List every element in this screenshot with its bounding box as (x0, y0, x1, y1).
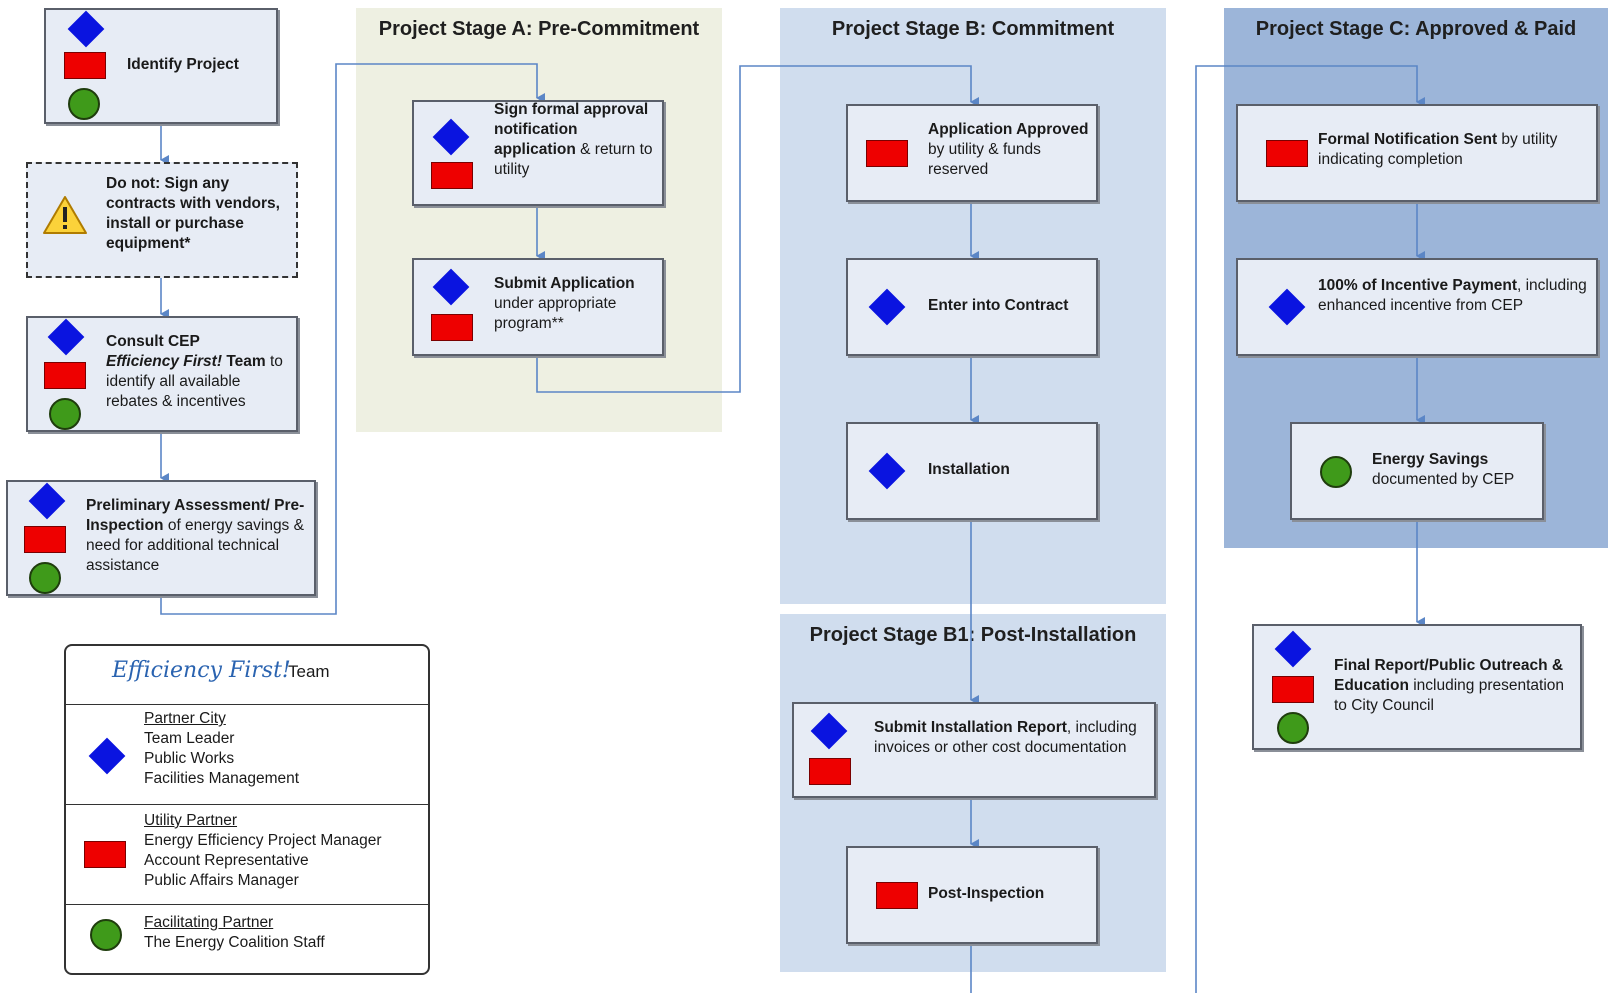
efficiency-first-logo: Efficiency First! (112, 658, 291, 683)
node-energy-savings: Energy Savings documented by CEP (1290, 422, 1544, 520)
city-diamond-icon (810, 712, 848, 750)
legend-utility-line: Account Representative (144, 852, 309, 869)
consult-label-2: Team (222, 353, 266, 370)
savings-label-bold: Energy Savings (1372, 451, 1489, 468)
submit-app-label-rest: under appropriate program** (494, 295, 617, 332)
final-label-bold: Final Report/Public Outreach & Education (1334, 657, 1564, 694)
legend-row-utility: Utility Partner Energy Efficiency Projec… (66, 804, 428, 905)
approved-label-bold: Application Approved (928, 121, 1089, 138)
legend-utility-line: Public Affairs Manager (144, 872, 299, 889)
connector-submit-approved (536, 65, 979, 393)
connector-prelim-sign (160, 63, 545, 615)
utility-rect-icon (431, 162, 473, 189)
connector-to-stageC (1195, 65, 1425, 993)
node-enter-contract: Enter into Contract (846, 258, 1098, 356)
prelim-label-bold: Preliminary Assessment/ Pre-Inspection (86, 497, 305, 534)
utility-rect-icon (1272, 676, 1314, 703)
node-final-report: Final Report/Public Outreach & Education… (1252, 624, 1582, 750)
legend-team-label: Team (288, 662, 330, 681)
sign-label-rest: & return to utility (494, 141, 653, 178)
utility-rect-icon (866, 140, 908, 167)
node-formal-notification: Formal Notification Sent by utility indi… (1236, 104, 1598, 202)
stage-b1-title: Project Stage B1: Post-Installation (809, 624, 1137, 646)
city-diamond-icon (47, 318, 85, 356)
city-diamond-icon (1268, 288, 1306, 326)
notif-label-bold: Formal Notification Sent (1318, 131, 1498, 148)
legend-partner-city-line: Public Works (144, 750, 235, 767)
contract-label: Enter into Contract (928, 297, 1069, 314)
submit-app-label-bold: Submit Application (494, 275, 635, 292)
node-identify-label: Identify Project (127, 56, 239, 73)
legend-facilitating-line: The Energy Coalition Staff (144, 934, 325, 951)
utility-rect-icon (24, 526, 66, 553)
utility-rect-icon (876, 882, 918, 909)
facilitator-circle-icon (1320, 456, 1352, 488)
node-submit-installation-report: Submit Installation Report, including in… (792, 702, 1156, 798)
final-label-rest: including presentation to City Council (1334, 677, 1565, 714)
stage-a-panel: Project Stage A: Pre-Commitment (356, 8, 722, 432)
incentive-label-bold: 100% of Incentive Payment (1318, 277, 1517, 294)
node-submit-application: Submit Application under appropriate prog… (412, 258, 664, 356)
notif-label-rest: by utility indicating completion (1318, 131, 1558, 168)
legend-utility-title: Utility Partner (144, 812, 238, 829)
post-insp-label: Post-Inspection (928, 885, 1045, 902)
city-diamond-icon (1274, 630, 1312, 668)
legend-facilitating-title: Facilitating Partner (144, 914, 274, 931)
facilitator-circle-icon (49, 398, 81, 430)
utility-rect-icon (1266, 140, 1308, 167)
node-preliminary-assessment: Preliminary Assessment/ Pre-Inspection o… (6, 480, 316, 596)
prelim-label-rest: of energy savings & need for additional … (86, 517, 304, 574)
approved-label-rest: by utility & funds reserved (928, 141, 1041, 178)
installation-label: Installation (928, 461, 1010, 478)
warning-icon (43, 196, 87, 234)
legend-panel: Efficiency First! Team Partner City Team… (64, 644, 430, 975)
legend-partner-city-line: Team Leader (144, 730, 235, 747)
city-diamond-icon (67, 10, 105, 48)
legend-utility-line: Energy Efficiency Project Manager (144, 832, 382, 849)
consult-label-rest: to identify all available rebates & ince… (106, 353, 283, 410)
utility-rect-icon (431, 314, 473, 341)
savings-label-rest: documented by CEP (1372, 471, 1515, 488)
node-donot-label: Do not: Sign any contracts with vendors,… (106, 175, 280, 252)
utility-rect-icon (44, 362, 86, 389)
stage-b-title: Project Stage B: Commitment (831, 18, 1115, 40)
legend-partner-city-title: Partner City (144, 710, 226, 727)
sign-label-bold: Sign formal approval notification applic… (494, 101, 649, 158)
node-incentive-payment: 100% of Incentive Payment, including enh… (1236, 258, 1598, 356)
report-label-bold: Submit Installation Report (874, 719, 1067, 736)
legend-row-partner-city: Partner City Team Leader Public Works Fa… (66, 704, 428, 805)
city-diamond-icon (88, 737, 126, 775)
facilitator-circle-icon (68, 88, 100, 120)
incentive-label-rest: , including enhanced incentive from CEP (1318, 277, 1587, 314)
city-diamond-icon (868, 288, 906, 326)
consult-label-italic: Efficiency First! (106, 353, 223, 370)
node-application-approved: Application Approved by utility & funds … (846, 104, 1098, 202)
facilitator-circle-icon (29, 562, 61, 594)
node-installation: Installation (846, 422, 1098, 520)
legend-row-facilitating: Facilitating Partner The Energy Coalitio… (66, 904, 428, 975)
legend-partner-city-line: Facilities Management (144, 770, 300, 787)
city-diamond-icon (432, 118, 470, 156)
city-diamond-icon (868, 452, 906, 490)
node-do-not-warning: Do not: Sign any contracts with vendors,… (26, 162, 298, 278)
city-diamond-icon (28, 482, 66, 520)
utility-rect-icon (84, 841, 126, 868)
facilitator-circle-icon (1277, 712, 1309, 744)
city-diamond-icon (432, 268, 470, 306)
consult-label-1: Consult CEP (106, 333, 200, 350)
node-consult-cep: Consult CEP Efficiency First! Team to id… (26, 316, 298, 432)
node-post-inspection: Post-Inspection (846, 846, 1098, 944)
utility-rect-icon (64, 52, 106, 79)
report-label-rest: , including invoices or other cost docum… (874, 719, 1137, 756)
utility-rect-icon (809, 758, 851, 785)
stage-c-title: Project Stage C: Approved & Paid (1255, 18, 1577, 40)
stage-a-title: Project Stage A: Pre-Commitment (378, 18, 700, 40)
node-sign-approval: Sign formal approval notification applic… (412, 100, 664, 206)
facilitator-circle-icon (90, 919, 122, 951)
node-identify-project: Identify Project (44, 8, 278, 124)
